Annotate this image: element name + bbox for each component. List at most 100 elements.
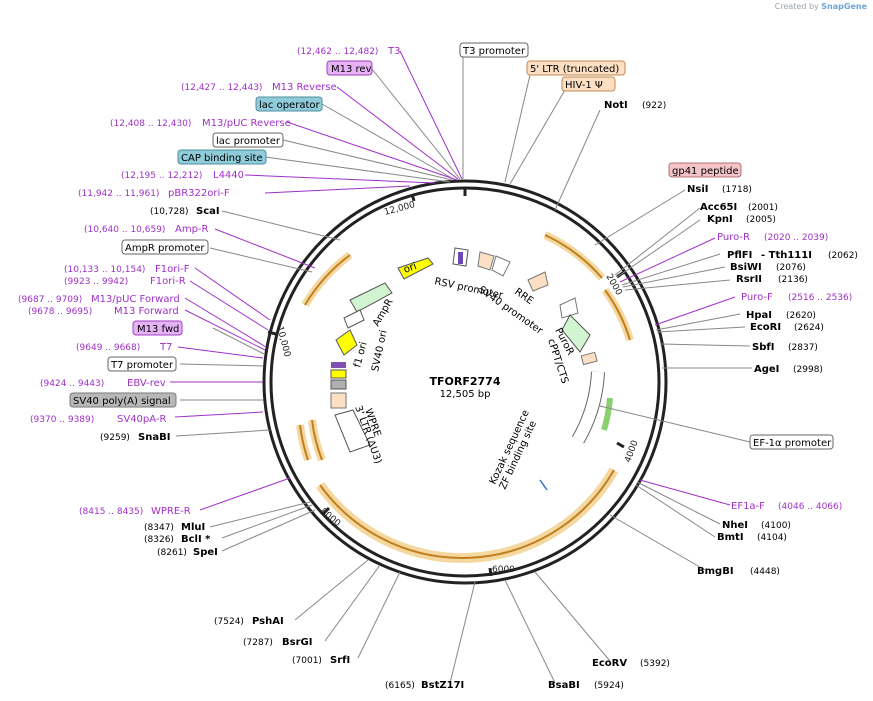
primer-t7-name: T7	[159, 342, 172, 353]
enzyme-bcli-name: BclI *	[181, 534, 211, 545]
enzyme-tth111i-pos: (2062)	[828, 251, 858, 261]
primer-m13-reverse-pos: (12,427 .. 12,443)	[181, 83, 262, 93]
inner-label-sv40-ori: SV40 ori	[370, 329, 390, 372]
enzyme-bmgbi-name: BmgBI	[697, 566, 734, 577]
enzyme-ecori-pos: (2624)	[794, 323, 824, 333]
enzyme-ecorv-name: EcoRV	[592, 658, 627, 669]
credit-prefix: Created by	[774, 2, 819, 11]
label-hiv1-psi-text: HIV-1 Ψ	[565, 80, 603, 91]
label-5-ltr: 5' LTR (truncated)	[526, 60, 626, 76]
enzyme-scai-name: ScaI	[196, 206, 220, 217]
label-m13-fwd: M13 fwd	[132, 320, 183, 336]
enzyme-hpai-pos: (2620)	[786, 311, 816, 321]
label-ef1a-promoter-text: EF-1α promoter	[753, 438, 832, 449]
label-m13-rev-text: M13 rev	[331, 64, 372, 75]
enzyme-bsabi-name: BsaBI	[548, 680, 580, 691]
enzyme-nhei-pos: (4100)	[761, 521, 791, 531]
primer-ebv-rev-name: EBV-rev	[127, 378, 166, 389]
enzyme-acc65i-pos: (2001)	[748, 203, 778, 213]
primer-m13puc-reverse-name: M13/pUC Reverse	[202, 118, 291, 129]
label-ampr-promoter: AmpR promoter	[121, 239, 209, 255]
enzyme-ecorv-pos: (5392)	[640, 659, 670, 669]
enzyme-mlui-name: MluI	[181, 522, 205, 533]
label-m13-rev: M13 rev	[326, 60, 373, 76]
inner-features	[330, 247, 605, 491]
primer-l4440-pos: (12,195 .. 12,212)	[121, 171, 202, 181]
tick-label-4000: 4000	[623, 439, 640, 464]
inner-label-ori: ori	[402, 261, 418, 276]
snapgene-credit: Created by SnapGene	[775, 2, 867, 11]
primer-wpre-r-pos: (8415 .. 8435)	[79, 507, 143, 517]
primer-l4440-name: L4440	[213, 170, 244, 181]
tick-label-6000: 6000	[492, 565, 515, 575]
primer-m13puc-forward-name: M13/pUC Forward	[91, 294, 180, 305]
enzyme-bsrgi-pos: (7287)	[243, 638, 273, 648]
label-lac-operator: lac operator	[255, 96, 323, 112]
primer-f1ori-r-name: F1ori-R	[150, 276, 186, 287]
enzyme-rsrii-name: RsrII	[736, 274, 762, 285]
enzyme-bstz17i-name: BstZ17I	[421, 680, 464, 691]
primer-m13puc-forward-pos: (9687 .. 9709)	[18, 295, 82, 305]
enzyme-kpni-pos: (2005)	[746, 215, 776, 225]
plasmid-name: TFORF2774	[430, 375, 501, 388]
label-t7-promoter-text: T7 promoter	[110, 360, 174, 371]
label-t7-promoter: T7 promoter	[107, 356, 177, 372]
enzyme-bstz17i-pos: (6165)	[385, 681, 415, 691]
primer-m13puc-reverse-pos: (12,408 .. 12,430)	[110, 119, 191, 129]
enzyme-hpai-name: HpaI	[746, 310, 772, 321]
primer-ampr-pos: (10,640 .. 10,659)	[84, 225, 165, 235]
primer-wpre-r-name: WPRE-R	[151, 506, 191, 517]
label-t3-promoter-text: T3 promoter	[462, 46, 526, 57]
enzyme-noti-name: NotI	[604, 100, 628, 111]
enzyme-labels: NotI (922) NsiI (1718) Acc65I (2001) Kpn…	[100, 100, 858, 691]
enzyme-bcli-pos: (8326)	[144, 535, 174, 545]
label-lac-operator-text: lac operator	[259, 100, 320, 111]
label-gp41-peptide-text: gp41 peptide	[672, 166, 739, 177]
enzyme-bmti-name: BmtI	[717, 532, 744, 543]
tick-label-10000: 10,000	[274, 325, 292, 358]
enzyme-bsiwi-pos: (2076)	[776, 263, 806, 273]
inner-label-sv40-promoter: SV40 promoter	[476, 284, 545, 337]
primer-t3-pos: (12,462 .. 12,482)	[297, 47, 378, 57]
enzyme-tth111i-name: - Tth111I	[761, 250, 812, 261]
enzyme-snabi-name: SnaBI	[138, 432, 170, 443]
enzyme-bsabi-pos: (5924)	[594, 681, 624, 691]
enzyme-acc65i-name: Acc65I	[700, 202, 737, 213]
primer-t3-name: T3	[387, 46, 400, 57]
enzyme-bmgbi-pos: (4448)	[750, 567, 780, 577]
primer-f1ori-r-pos: (9923 .. 9942)	[64, 277, 128, 287]
enzyme-bsiwi-name: BsiWI	[730, 262, 762, 273]
enzyme-srfi-name: SrfI	[330, 655, 350, 666]
enzyme-agei-pos: (2998)	[793, 365, 823, 375]
enzyme-nsii-name: NsiI	[687, 184, 708, 195]
primer-m13-forward-name: M13 Forward	[114, 306, 179, 317]
enzyme-ecori-name: EcoRI	[750, 322, 781, 333]
snapgene-logo: SnapGene	[821, 2, 867, 11]
enzyme-sbfi-name: SbfI	[752, 342, 774, 353]
primer-ebv-rev-pos: (9424 .. 9443)	[40, 379, 104, 389]
plasmid-size: 12,505 bp	[440, 389, 491, 400]
primer-pbr322-pos: (11,942 .. 11,961)	[78, 189, 159, 199]
label-m13-fwd-text: M13 fwd	[137, 324, 179, 335]
label-t3-promoter: T3 promoter	[459, 42, 529, 58]
label-ampr-promoter-text: AmpR promoter	[125, 243, 205, 254]
enzyme-noti-pos: (922)	[642, 101, 666, 111]
primer-f1ori-f-pos: (10,133 .. 10,154)	[64, 265, 145, 275]
primer-puro-f-pos: (2516 .. 2536)	[788, 293, 852, 303]
enzyme-spei-name: SpeI	[193, 547, 218, 558]
primer-puro-r-pos: (2020 .. 2039)	[764, 233, 828, 243]
enzyme-nsii-pos: (1718)	[722, 185, 752, 195]
primer-t7-pos: (9649 .. 9668)	[76, 343, 140, 353]
label-gp41-peptide: gp41 peptide	[668, 162, 742, 178]
primer-sv40pa-r-name: SV40pA-R	[117, 414, 166, 425]
label-lac-promoter-text: lac promoter	[216, 136, 281, 147]
label-ef1a-promoter: EF-1α promoter	[749, 434, 834, 450]
enzyme-pshai-name: PshAI	[252, 616, 284, 627]
enzyme-spei-pos: (8261)	[157, 548, 187, 558]
enzyme-kpni-name: KpnI	[707, 214, 733, 225]
leader-lines	[170, 50, 752, 684]
enzyme-pflfi-name: PflFI	[727, 250, 752, 261]
primer-f1ori-f-name: F1ori-F	[155, 264, 190, 275]
primer-puro-f-name: Puro-F	[741, 292, 773, 303]
